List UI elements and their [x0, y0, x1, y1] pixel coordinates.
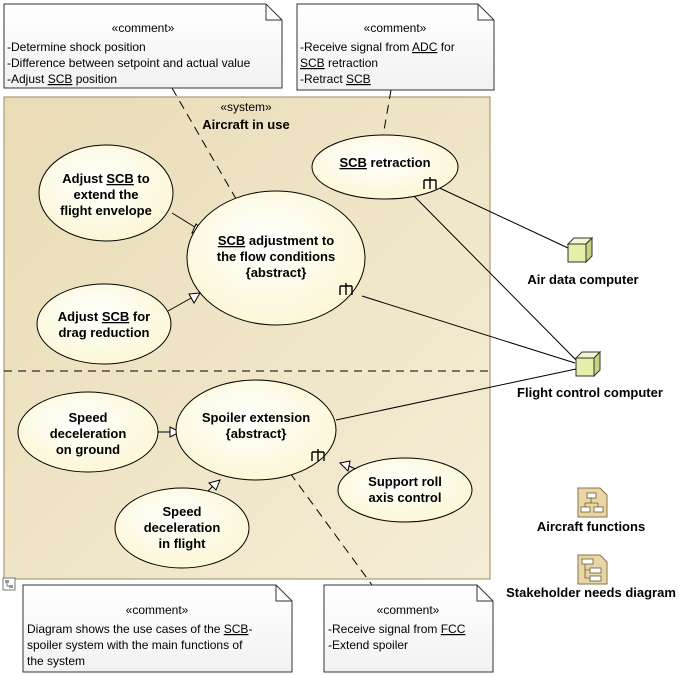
- comment-note[interactable]: «comment» -Determine shock position -Dif…: [3, 3, 283, 89]
- rake-icon: [423, 177, 437, 189]
- actor-label: Air data computer: [527, 272, 638, 287]
- use-case-label: Speed: [68, 410, 107, 425]
- use-case-label: Speed: [162, 504, 201, 519]
- association-line: [335, 368, 577, 421]
- comment-line: Diagram shows the use cases of the SCB-: [27, 622, 252, 636]
- use-case-label: Support roll: [368, 474, 442, 489]
- use-case-label: {abstract}: [226, 426, 287, 441]
- comment-note[interactable]: «comment» Diagram shows the use cases of…: [22, 584, 293, 673]
- block-icon: [566, 236, 594, 264]
- use-case-label: deceleration: [50, 426, 127, 441]
- diagram-link-stakeholder-needs[interactable]: Stakeholder needs diagram: [506, 554, 676, 600]
- use-case-label: Adjust SCB for: [58, 309, 150, 324]
- actor-air-data-computer[interactable]: Air data computer: [527, 236, 639, 287]
- diagram-corner-icon: [2, 577, 16, 591]
- use-case-label: Spoiler extension: [202, 410, 310, 425]
- use-case-label: extend the: [73, 187, 138, 202]
- comment-stereotype: «comment»: [112, 21, 175, 35]
- use-case-adjust-scb-extend-envelope[interactable]: Adjust SCB to extend the flight envelope: [38, 144, 174, 242]
- diagram-link-label: Aircraft functions: [537, 519, 645, 534]
- diagram-link-label: Stakeholder needs diagram: [506, 585, 676, 600]
- generalization-arrowhead: [338, 460, 351, 473]
- use-case-label: SCB retraction: [339, 155, 430, 170]
- use-case-support-roll-axis[interactable]: Support roll axis control: [337, 457, 473, 523]
- requirements-diagram-icon: [577, 554, 608, 585]
- use-case-label: deceleration: [144, 520, 221, 535]
- anchor-line: [381, 89, 392, 143]
- comment-note[interactable]: «comment» -Receive signal from ADC for S…: [296, 3, 495, 91]
- generalization-line: [171, 212, 199, 230]
- comment-line: the system: [27, 654, 85, 668]
- diagram-link-aircraft-functions[interactable]: Aircraft functions: [537, 487, 645, 534]
- use-case-label: Adjust SCB to: [62, 171, 149, 186]
- comment-stereotype: «comment»: [364, 21, 427, 35]
- comment-line: -Difference between setpoint and actual …: [7, 56, 251, 70]
- system-name: Aircraft in use: [202, 117, 289, 132]
- association-line: [361, 295, 576, 364]
- system-stereotype: «system»: [220, 100, 272, 114]
- use-case-label: in flight: [159, 536, 207, 551]
- generalization-arrowhead: [188, 292, 201, 304]
- use-case-speed-deceleration-ground[interactable]: Speed deceleration on ground: [17, 391, 159, 473]
- comment-line: -Receive signal from FCC: [328, 622, 466, 636]
- association-line: [430, 183, 569, 249]
- generalization-line: [167, 296, 194, 312]
- comment-line: -Adjust SCB position: [7, 72, 117, 86]
- use-case-label: SCB adjustment to: [218, 233, 334, 248]
- associations: [335, 183, 579, 421]
- use-case-adjust-scb-drag-reduction[interactable]: Adjust SCB for drag reduction: [36, 283, 172, 365]
- comment-stereotype: «comment»: [377, 603, 440, 617]
- class-diagram-icon: [577, 487, 608, 518]
- use-case-label: on ground: [56, 442, 120, 457]
- generalization-arrowhead: [208, 479, 221, 491]
- comment-line: -Receive signal from ADC for: [300, 40, 455, 54]
- comment-line: spoiler system with the main functions o…: [27, 638, 243, 652]
- actor-flight-control-computer[interactable]: Flight control computer: [517, 350, 663, 400]
- use-case-speed-deceleration-flight[interactable]: Speed deceleration in flight: [114, 487, 250, 569]
- rake-icon: [311, 449, 325, 461]
- anchor-line: [289, 472, 373, 586]
- comment-note[interactable]: «comment» -Receive signal from FCC -Exte…: [323, 584, 494, 673]
- use-case-scb-retraction[interactable]: SCB retraction: [311, 134, 459, 200]
- comment-line: -Retract SCB: [300, 72, 371, 86]
- comment-line: SCB retraction: [300, 56, 378, 70]
- generalization-arrowhead: [169, 426, 182, 438]
- use-case-label: flight envelope: [60, 203, 152, 218]
- use-case-label: axis control: [369, 490, 442, 505]
- comment-line: -Extend spoiler: [328, 638, 408, 652]
- block-icon: [574, 350, 602, 378]
- use-case-spoiler-extension[interactable]: Spoiler extension {abstract}: [175, 379, 337, 481]
- comment-line: -Determine shock position: [7, 40, 146, 54]
- anchor-line: [171, 87, 281, 276]
- use-case-label: {abstract}: [246, 265, 307, 280]
- actor-label: Flight control computer: [517, 385, 663, 400]
- comment-stereotype: «comment»: [126, 603, 189, 617]
- use-case-scb-adjustment-flow-conditions[interactable]: SCB adjustment to the flow conditions {a…: [186, 190, 366, 326]
- comment-anchors: [171, 87, 392, 586]
- association-line: [409, 191, 579, 363]
- use-case-label: drag reduction: [58, 325, 149, 340]
- rake-icon: [339, 283, 353, 295]
- use-case-label: the flow conditions: [217, 249, 335, 264]
